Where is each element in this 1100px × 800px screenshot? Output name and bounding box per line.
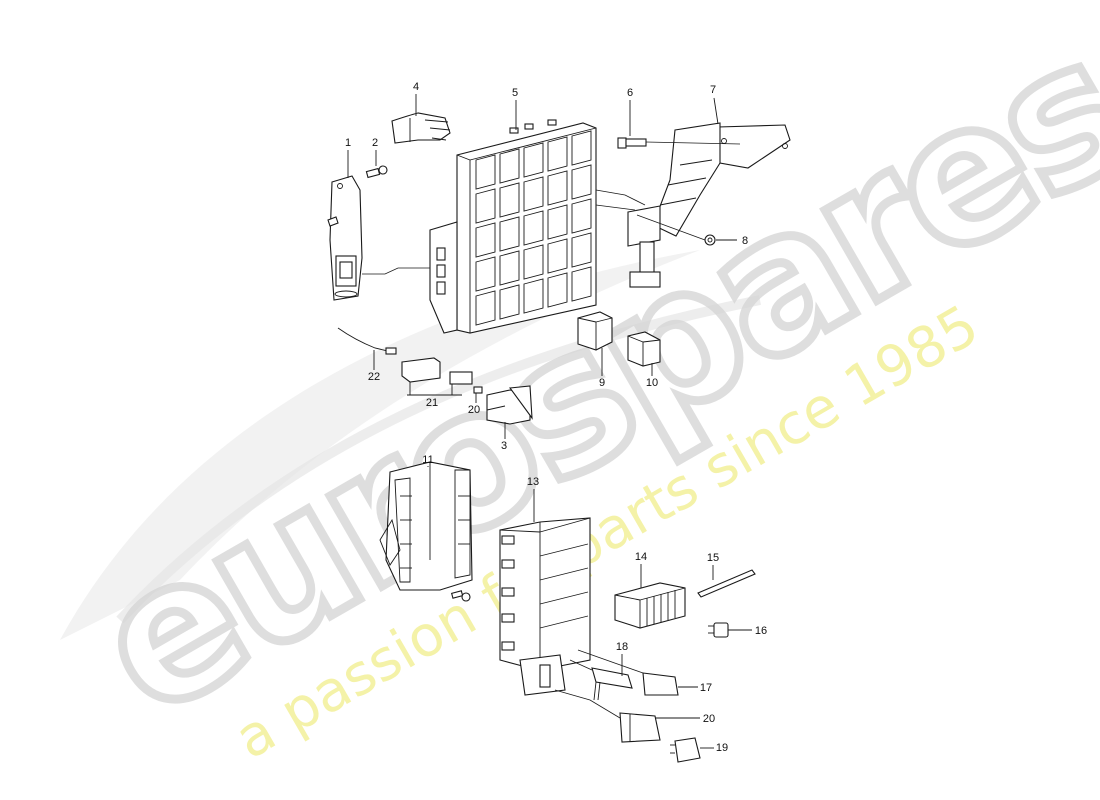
callout-17: 17 [700, 682, 712, 694]
watermark-swoosh [60, 250, 700, 640]
part-7-bracket-arm[interactable] [627, 122, 791, 288]
part-5-relay-carrier[interactable] [429, 119, 597, 334]
carrier-grid-cells [475, 130, 592, 326]
callout-19: 19 [716, 742, 728, 754]
part-15-bus-strip[interactable] [697, 569, 756, 598]
callout-10: 10 [646, 377, 658, 389]
callout-13: 13 [527, 476, 539, 488]
callout-2: 2 [372, 137, 378, 149]
callout-20b: 20 [703, 713, 715, 725]
callout-labels: 1 2 3 4 5 6 7 8 9 10 11 13 14 15 16 17 18 19 20 20 21 22 [345, 81, 767, 754]
part-14-fuse-block[interactable] [614, 582, 686, 629]
callout-18: 18 [616, 641, 628, 653]
callout-14: 14 [635, 551, 647, 563]
callout-20a: 20 [468, 404, 480, 416]
callout-22: 22 [368, 371, 380, 383]
part-20-contact-small[interactable] [473, 386, 483, 394]
assembly-lines-top [362, 141, 741, 275]
part-22-wire-terminal[interactable] [337, 327, 397, 355]
part-11-housing-frame[interactable] [379, 461, 473, 602]
callout-21: 21 [426, 397, 438, 409]
part-4-clip[interactable] [391, 112, 451, 144]
part-19-relay[interactable] [670, 737, 701, 763]
callout-11: 11 [422, 454, 433, 466]
assembly-lines-bottom [554, 649, 644, 719]
callout-16: 16 [755, 625, 767, 637]
callout-1: 1 [345, 137, 351, 149]
callout-5: 5 [512, 87, 518, 99]
part-8-nut[interactable] [704, 234, 716, 246]
leader-lines [347, 94, 752, 749]
part-21-connector[interactable] [401, 357, 473, 396]
part-18-connector[interactable] [591, 667, 633, 701]
part-16-fuse[interactable] [708, 622, 729, 638]
part-20-socket[interactable] [619, 712, 661, 743]
part-3-relay-bracket[interactable] [486, 385, 533, 425]
part-6-bolt[interactable] [617, 137, 647, 149]
callout-8: 8 [742, 235, 748, 247]
part-10-relay[interactable] [627, 331, 661, 367]
part-2-screw[interactable] [365, 165, 388, 179]
callout-6: 6 [627, 87, 633, 99]
part-17-connector[interactable] [642, 672, 679, 696]
callout-4: 4 [413, 81, 419, 93]
part-13-fuse-housing[interactable] [499, 517, 591, 696]
callout-15: 15 [707, 552, 719, 564]
callout-7: 7 [710, 84, 716, 96]
part-1-side-bracket[interactable] [327, 175, 363, 301]
callout-9: 9 [599, 377, 605, 389]
callout-3: 3 [501, 440, 507, 452]
part-9-relay-socket[interactable] [577, 311, 613, 351]
